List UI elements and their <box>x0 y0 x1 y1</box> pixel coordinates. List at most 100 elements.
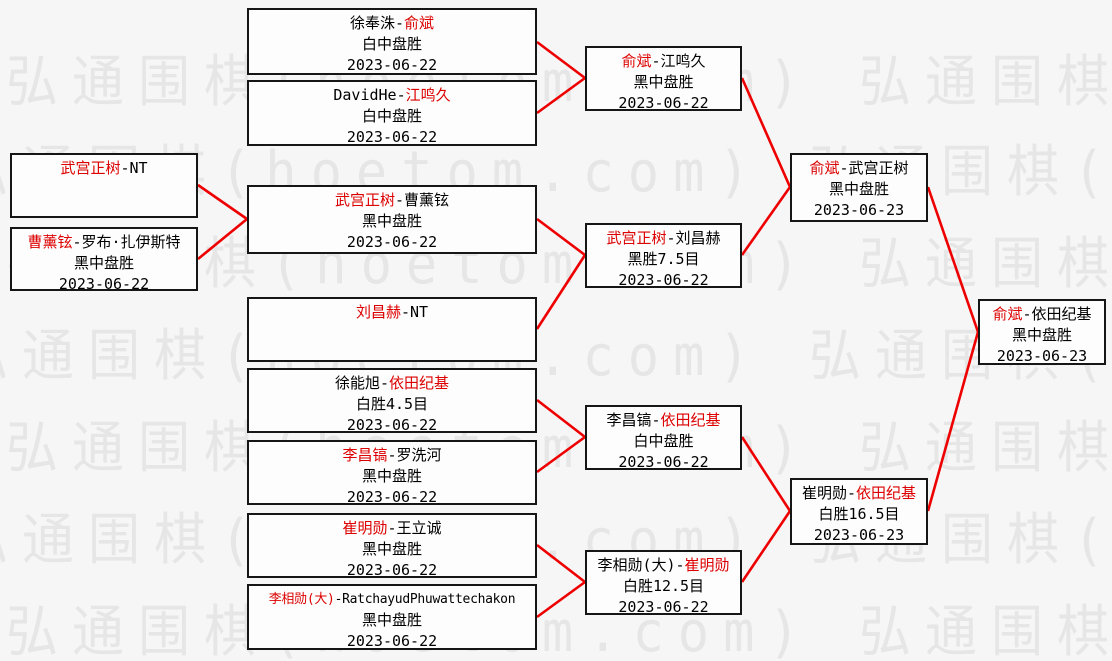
vs-hyphen: - <box>387 519 397 537</box>
vs-hyphen: - <box>846 484 857 502</box>
player-name: 刘昌赫 <box>675 229 721 247</box>
winner-name: 武宫正树 <box>606 229 667 247</box>
match-players: DavidHe-江鸣久 <box>249 85 535 106</box>
match-date: 2023-06-22 <box>346 416 438 434</box>
match-date: 2023-06-22 <box>618 598 709 616</box>
match-players: 崔明勋-依田纪基 <box>792 483 926 504</box>
match-players: 李昌镐-罗洗河 <box>249 445 535 466</box>
vs-hyphen: - <box>666 229 676 247</box>
winner-name: 依田纪基 <box>856 484 917 502</box>
match-players: 李相勋(大)-RatchayudPhuwattechakon <box>249 589 535 610</box>
vs-hyphen: - <box>72 233 82 251</box>
match-players: 徐奉洙-俞斌 <box>249 13 535 34</box>
vs-hyphen: - <box>839 159 849 177</box>
connector-line <box>740 186 792 256</box>
winner-name: 俞斌 <box>992 305 1023 323</box>
vs-hyphen: - <box>675 556 685 574</box>
match-players: 武宫正树-NT <box>12 158 196 179</box>
connector-line <box>536 217 586 257</box>
winner-name: 依田纪基 <box>389 374 450 392</box>
connector-line <box>536 580 586 619</box>
player-name: RatchayudPhuwattechakon <box>342 592 516 607</box>
match-date: 2023-06-22 <box>346 561 438 579</box>
match-box: 武宫正树-曹薰铉黑中盘胜 2023-06-22 <box>247 185 537 254</box>
match-players: 曹薰铉-罗布·扎伊斯特 <box>12 232 196 253</box>
match-players: 刘昌赫-NT <box>249 302 535 323</box>
winner-name: 武宫正树 <box>60 159 121 177</box>
connector-line <box>926 186 980 333</box>
connector-line <box>740 436 792 512</box>
connector-line <box>740 77 792 188</box>
connector-line <box>536 398 586 439</box>
vs-hyphen: - <box>379 374 390 392</box>
match-result: 白中盘胜 <box>361 35 422 53</box>
match-date: 2023-06-22 <box>346 56 438 74</box>
match-result: 白胜4.5目 <box>355 395 429 413</box>
connector-line <box>535 254 587 330</box>
winner-name: 俞斌 <box>809 159 840 177</box>
vs-hyphen: - <box>394 191 405 209</box>
match-date: 2023-06-23 <box>813 526 905 544</box>
vs-hyphen: - <box>387 446 397 464</box>
player-name: 李昌镐 <box>606 411 652 429</box>
match-box: 武宫正树-NT <box>10 153 198 218</box>
match-players: 徐能旭-依田纪基 <box>249 373 535 394</box>
match-result: 黑中盘胜 <box>361 467 422 485</box>
connector-line <box>536 435 586 474</box>
match-players: 武宫正树-曹薰铉 <box>249 190 535 211</box>
match-date: 2023-06-23 <box>996 347 1088 365</box>
match-result: 黑中盘胜 <box>361 540 422 558</box>
winner-name: 崔明勋 <box>342 519 388 537</box>
player-name: 徐奉洙 <box>349 14 395 32</box>
match-date: 2023-06-22 <box>346 233 438 251</box>
winner-name: 曹薰铉 <box>27 233 73 251</box>
match-result: 黑中盘胜 <box>361 611 422 629</box>
player-name: DavidHe <box>333 86 397 104</box>
match-result: 黑胜7.5目 <box>627 250 700 268</box>
match-players: 崔明勋-王立诚 <box>249 518 535 539</box>
player-name: 江鸣久 <box>660 52 706 70</box>
winner-name: 李相勋(大) <box>268 592 335 607</box>
match-date: 2023-06-22 <box>618 271 709 289</box>
match-result: 黑中盘胜 <box>1011 326 1072 344</box>
player-name: 依田纪基 <box>1031 305 1092 323</box>
match-players: 李相勋(大)-崔明勋 <box>587 555 740 576</box>
vs-hyphen: - <box>651 52 661 70</box>
vs-hyphen: - <box>394 14 405 32</box>
player-name: 李相勋(大) <box>597 556 676 574</box>
vs-hyphen: - <box>1022 305 1032 323</box>
winner-name: 李昌镐 <box>342 446 388 464</box>
match-box: 刘昌赫-NT <box>247 297 537 362</box>
player-name: 徐能旭 <box>334 374 380 392</box>
player-name: 罗洗河 <box>396 446 442 464</box>
vs-hyphen: - <box>396 86 406 104</box>
match-players: 俞斌-依田纪基 <box>980 304 1104 325</box>
player-name: 武宫正树 <box>848 159 909 177</box>
match-result: 黑中盘胜 <box>361 212 422 230</box>
match-box: 曹薰铉-罗布·扎伊斯特黑中盘胜 2023-06-22 <box>10 227 198 293</box>
match-players: 俞斌-江鸣久 <box>587 51 740 72</box>
player-name: 王立诚 <box>396 519 442 537</box>
connector-line <box>197 183 248 221</box>
player-name: NT <box>409 303 429 321</box>
match-result: 白胜16.5目 <box>818 505 900 523</box>
vs-hyphen: - <box>651 411 661 429</box>
match-date: 2023-06-22 <box>58 275 150 293</box>
winner-name: 俞斌 <box>404 14 435 32</box>
match-result: 黑中盘胜 <box>73 254 134 272</box>
winner-name: 刘昌赫 <box>355 303 401 321</box>
match-date: 2023-06-22 <box>618 453 709 471</box>
match-result: 黑中盘胜 <box>633 73 694 91</box>
vs-hyphen: - <box>120 159 130 177</box>
connector-line <box>536 543 586 584</box>
match-players: 武宫正树-刘昌赫 <box>587 228 740 249</box>
